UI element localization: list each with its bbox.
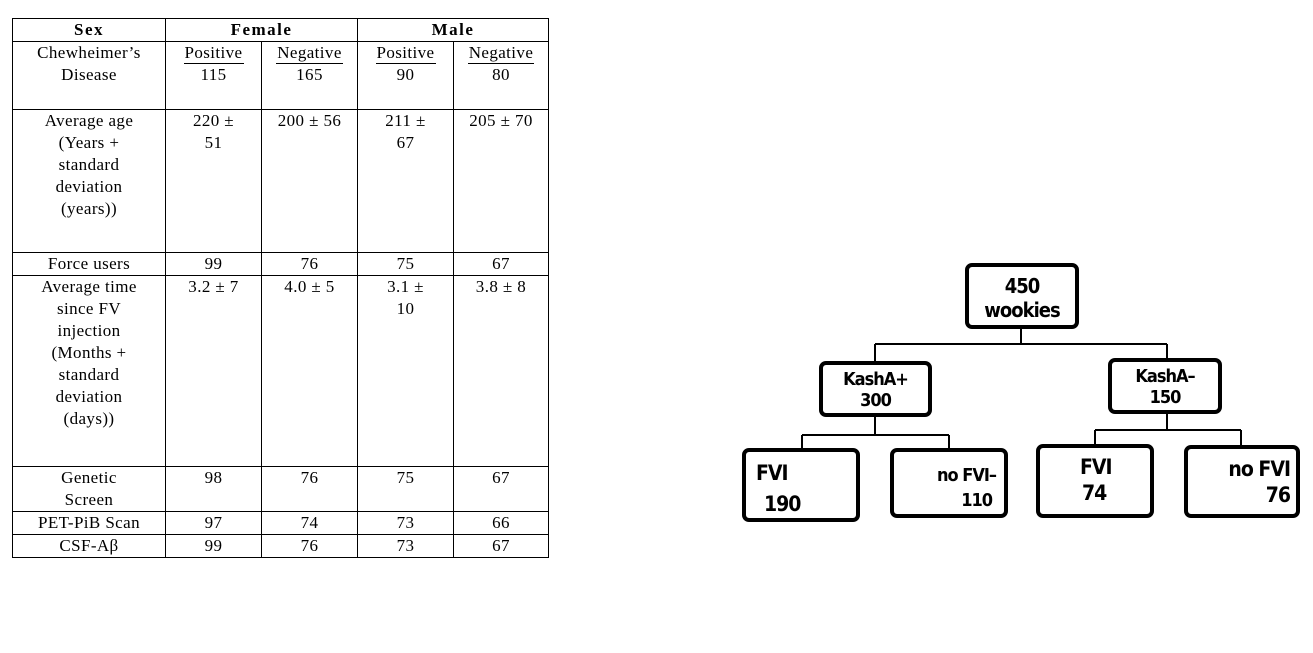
row-label-pet: PET-PiB Scan [12, 511, 166, 535]
header-male: Male [357, 18, 549, 42]
cell-csf: 67 [453, 534, 549, 558]
cell-genetic: 75 [357, 466, 454, 512]
force-row: Force users 99 76 75 67 [12, 252, 549, 276]
header-row: Sex Female Male [12, 18, 549, 42]
cell-time: 4.0 ± 5 [261, 275, 358, 467]
cell-pet: 97 [165, 511, 262, 535]
cell-age: 200 ± 56 [261, 109, 358, 253]
cell-time: 3.8 ± 8 [453, 275, 549, 467]
row-label-age: Average age (Years + standard deviation … [12, 109, 166, 253]
time-row: Average time since FV injection (Months … [12, 275, 549, 467]
pet-row: PET-PiB Scan 97 74 73 66 [12, 511, 549, 535]
cell-pet: 74 [261, 511, 358, 535]
csf-row: CSF-Aβ 99 76 73 67 [12, 534, 549, 558]
row-label-csf: CSF-Aβ [12, 534, 166, 558]
cell-age: 205 ± 70 [453, 109, 549, 253]
cell-genetic: 76 [261, 466, 358, 512]
node-kasha-positive: KashA+ 300 [819, 361, 932, 417]
header-female: Female [165, 18, 358, 42]
cell-csf: 76 [261, 534, 358, 558]
study-table: Sex Female Male Chewheimer’s Disease Pos… [12, 18, 549, 558]
row-label-time: Average time since FV injection (Months … [12, 275, 166, 467]
cell-pet: 73 [357, 511, 454, 535]
node-root: 450 wookies [965, 263, 1079, 329]
cell-age: 220 ±51 [165, 109, 262, 253]
node-fvi-74: FVI 74 [1036, 444, 1154, 518]
header-sex: Sex [12, 18, 166, 42]
cell-force: 67 [453, 252, 549, 276]
node-fvi-190: FVI 190 [742, 448, 860, 522]
node-no-fvi-110: no FVI– 110 [890, 448, 1008, 518]
cell-csf: 73 [357, 534, 454, 558]
diagram-connectors [801, 327, 1242, 449]
row-label-disease: Chewheimer’s Disease [12, 41, 166, 110]
flow-diagram: 450 wookies KashA+ 300 KashA– 150 FVI 19… [730, 255, 1305, 525]
cell-csf: 99 [165, 534, 262, 558]
node-kasha-negative: KashA– 150 [1108, 358, 1222, 414]
age-row: Average age (Years + standard deviation … [12, 109, 549, 253]
cell-time: 3.2 ± 7 [165, 275, 262, 467]
cell-pet: 66 [453, 511, 549, 535]
cell-force: 75 [357, 252, 454, 276]
cell-genetic: 98 [165, 466, 262, 512]
node-no-fvi-76: no FVI 76 [1184, 445, 1300, 518]
cell-force: 76 [261, 252, 358, 276]
row-label-genetic: Genetic Screen [12, 466, 166, 512]
row-label-force: Force users [12, 252, 166, 276]
cell-genetic: 67 [453, 466, 549, 512]
genetic-row: Genetic Screen 98 76 75 67 [12, 466, 549, 512]
cell-time: 3.1 ±10 [357, 275, 454, 467]
cell-age: 211 ±67 [357, 109, 454, 253]
cell-force: 99 [165, 252, 262, 276]
